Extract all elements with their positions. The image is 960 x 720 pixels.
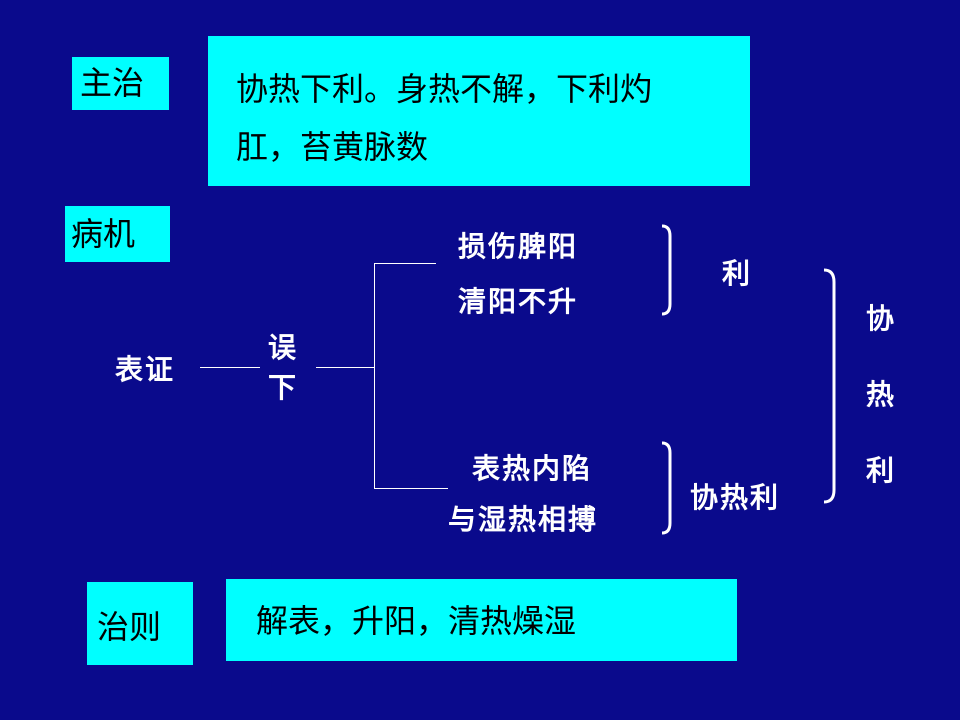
lower-branch-line-2: 与湿热相搏 [448,503,599,536]
lower-result-text: 协热利 [690,481,781,514]
treatment-text: 解表，升阳，清热燥湿 [226,579,737,661]
final-result-char-3: 利 [866,454,897,487]
purgation-text: 下 [268,371,299,404]
final-result-char-2: 热 [866,378,897,411]
branch-upper-line [374,263,436,264]
mistaken-text: 误 [268,331,299,364]
branch-lower-line [374,488,448,489]
indication-label: 主治 [72,57,169,110]
lower-branch-line-1: 表热内陷 [472,452,593,485]
upper-result-text: 利 [722,257,753,290]
upper-bracket [661,224,672,316]
exterior-syndrome-text: 表证 [115,353,176,386]
indication-line-1: 协热下利。身热不解，下利灼 [236,70,653,108]
final-result-char-1: 协 [866,302,897,335]
upper-branch-line-1: 损伤脾阳 [458,230,579,263]
final-bracket [823,268,836,504]
treatment-label: 治则 [87,582,193,665]
indication-line-2: 肛，苔黄脉数 [236,128,429,166]
upper-branch-line-2: 清阳不升 [458,285,579,318]
indication-text-box: 协热下利。身热不解，下利灼 肛，苔黄脉数 [208,36,750,186]
pathogenesis-label: 病机 [65,206,170,262]
lower-bracket [661,441,672,535]
connector-line [200,367,260,368]
branch-vertical-line [374,263,375,489]
connector-line [316,367,374,368]
